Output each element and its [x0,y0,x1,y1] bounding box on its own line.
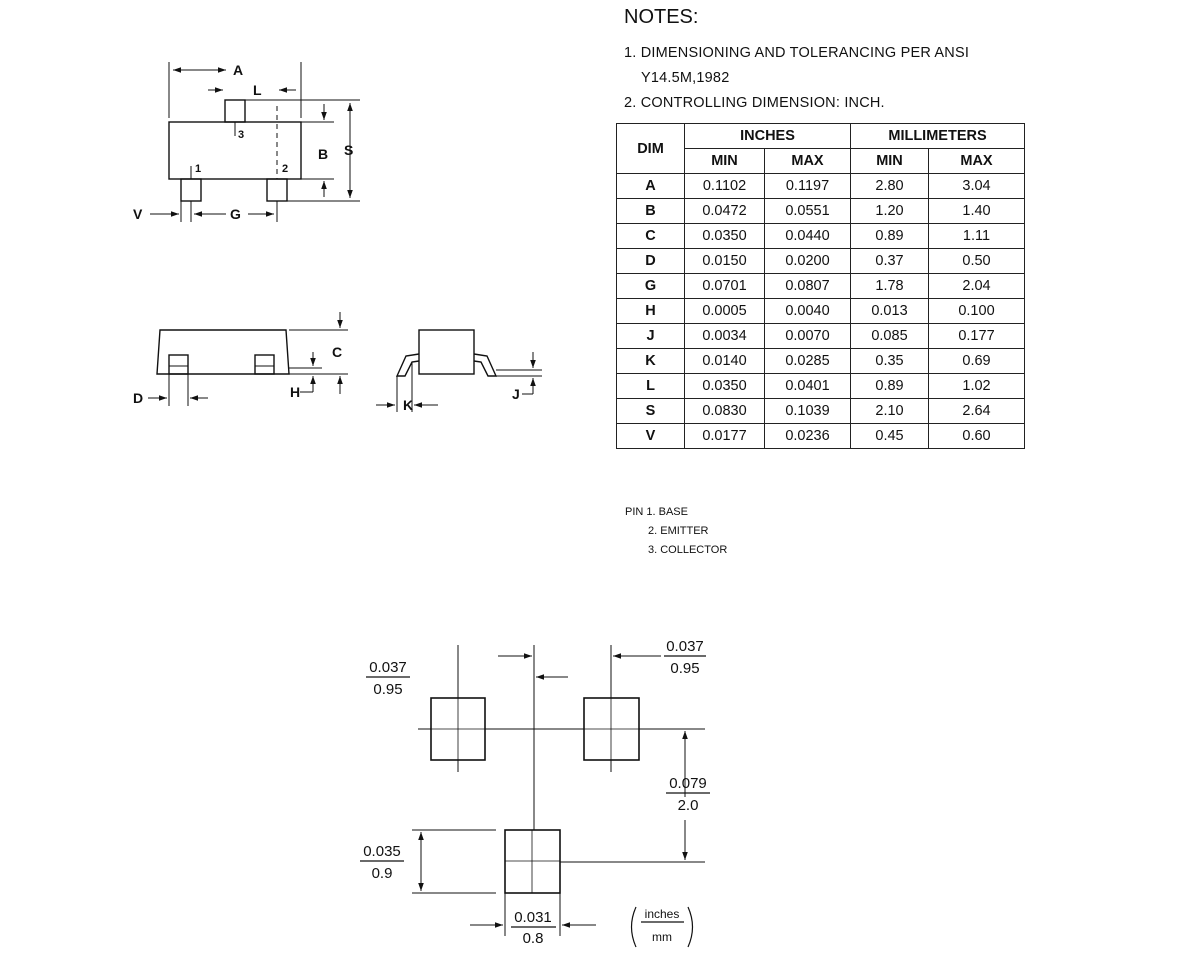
value-cell: 0.35 [850,348,929,374]
value-cell: 0.0040 [764,298,851,324]
pin-list: PIN 1. BASE 2. EMITTER 3. COLLECTOR [625,503,727,560]
left-top-mm: 0.95 [373,681,402,698]
value-cell: 1.40 [928,198,1025,224]
value-cell: 0.37 [850,248,929,274]
dim-cell: B [616,198,685,224]
note-1: 1. DIMENSIONING AND TOLERANCING PER ANSI [624,45,970,61]
label-d: D [133,390,143,406]
value-cell: 0.0177 [684,423,765,449]
pin-3-lead [224,99,246,123]
label-v: V [133,206,143,222]
right-mid-inches: 0.079 [669,775,707,792]
value-cell: 0.0350 [684,373,765,399]
pin-2-number: 2 [282,163,288,175]
value-cell: 0.0140 [684,348,765,374]
dim-cell: C [616,223,685,249]
dim-cell: H [616,298,685,324]
end-view [376,329,542,412]
label-k: K [403,397,413,413]
label-j: J [512,386,520,402]
value-cell: 2.10 [850,398,929,424]
dim-header: DIM [616,123,685,174]
pin-2-label: 2. EMITTER [648,525,709,537]
side-view [148,312,348,406]
end-body [418,329,475,375]
bottom-inches: 0.031 [514,909,552,926]
top-view [150,62,360,222]
label-c: C [332,344,342,360]
value-cell: 0.1102 [684,173,765,199]
value-cell: 0.013 [850,298,929,324]
pin-2-lead [266,178,288,202]
millimeters-header: MILLIMETERS [850,123,1025,149]
mm-min-header: MIN [850,148,929,174]
pin-1-lead [180,178,202,202]
notes-block: NOTES: 1. DIMENSIONING AND TOLERANCING P… [624,6,1044,116]
value-cell: 0.60 [928,423,1025,449]
bottom-mm: 0.8 [523,930,544,947]
inches-min-header: MIN [684,148,765,174]
value-cell: 0.0350 [684,223,765,249]
dim-cell: L [616,373,685,399]
left-low-inches: 0.035 [363,843,401,860]
note-1-continued: Y14.5M,1982 [641,70,730,86]
value-cell: 0.0440 [764,223,851,249]
value-cell: 0.0236 [764,423,851,449]
side-body [156,329,290,375]
pin-3-number: 3 [238,129,244,141]
value-cell: 0.0150 [684,248,765,274]
dim-cell: G [616,273,685,299]
value-cell: 1.02 [928,373,1025,399]
right-mid-mm: 2.0 [678,797,699,814]
label-a: A [233,62,243,78]
inches-max-header: MAX [764,148,851,174]
label-l: L [253,82,262,98]
right-top-inches: 0.037 [666,638,704,655]
value-cell: 2.80 [850,173,929,199]
notes-title: NOTES: [624,6,699,28]
value-cell: 0.0401 [764,373,851,399]
value-cell: 0.0070 [764,323,851,349]
dim-cell: D [616,248,685,274]
dimension-table: DIM INCHES MILLIMETERS MIN MAX MIN MAX A… [616,123,1025,449]
mm-max-header: MAX [928,148,1025,174]
left-top-inches: 0.037 [369,659,407,676]
label-h: H [290,384,300,400]
note-2: 2. CONTROLLING DIMENSION: INCH. [624,95,885,111]
value-cell: 0.0807 [764,273,851,299]
label-g: G [230,206,241,222]
value-cell: 0.085 [850,323,929,349]
left-low-mm: 0.9 [372,865,393,882]
value-cell: 2.04 [928,273,1025,299]
legend-mm: mm [652,930,672,944]
right-top-mm: 0.95 [670,660,699,677]
pin-1-label: PIN 1. BASE [625,506,688,518]
footprint-drawing [360,645,710,948]
value-cell: 1.78 [850,273,929,299]
pin-1-number: 1 [195,163,201,175]
label-s: S [344,142,353,158]
legend-inches: inches [645,907,680,921]
label-b: B [318,146,328,162]
value-cell: 1.11 [928,223,1025,249]
pin-3-label: 3. COLLECTOR [648,544,728,556]
pad-bottom [504,829,561,894]
